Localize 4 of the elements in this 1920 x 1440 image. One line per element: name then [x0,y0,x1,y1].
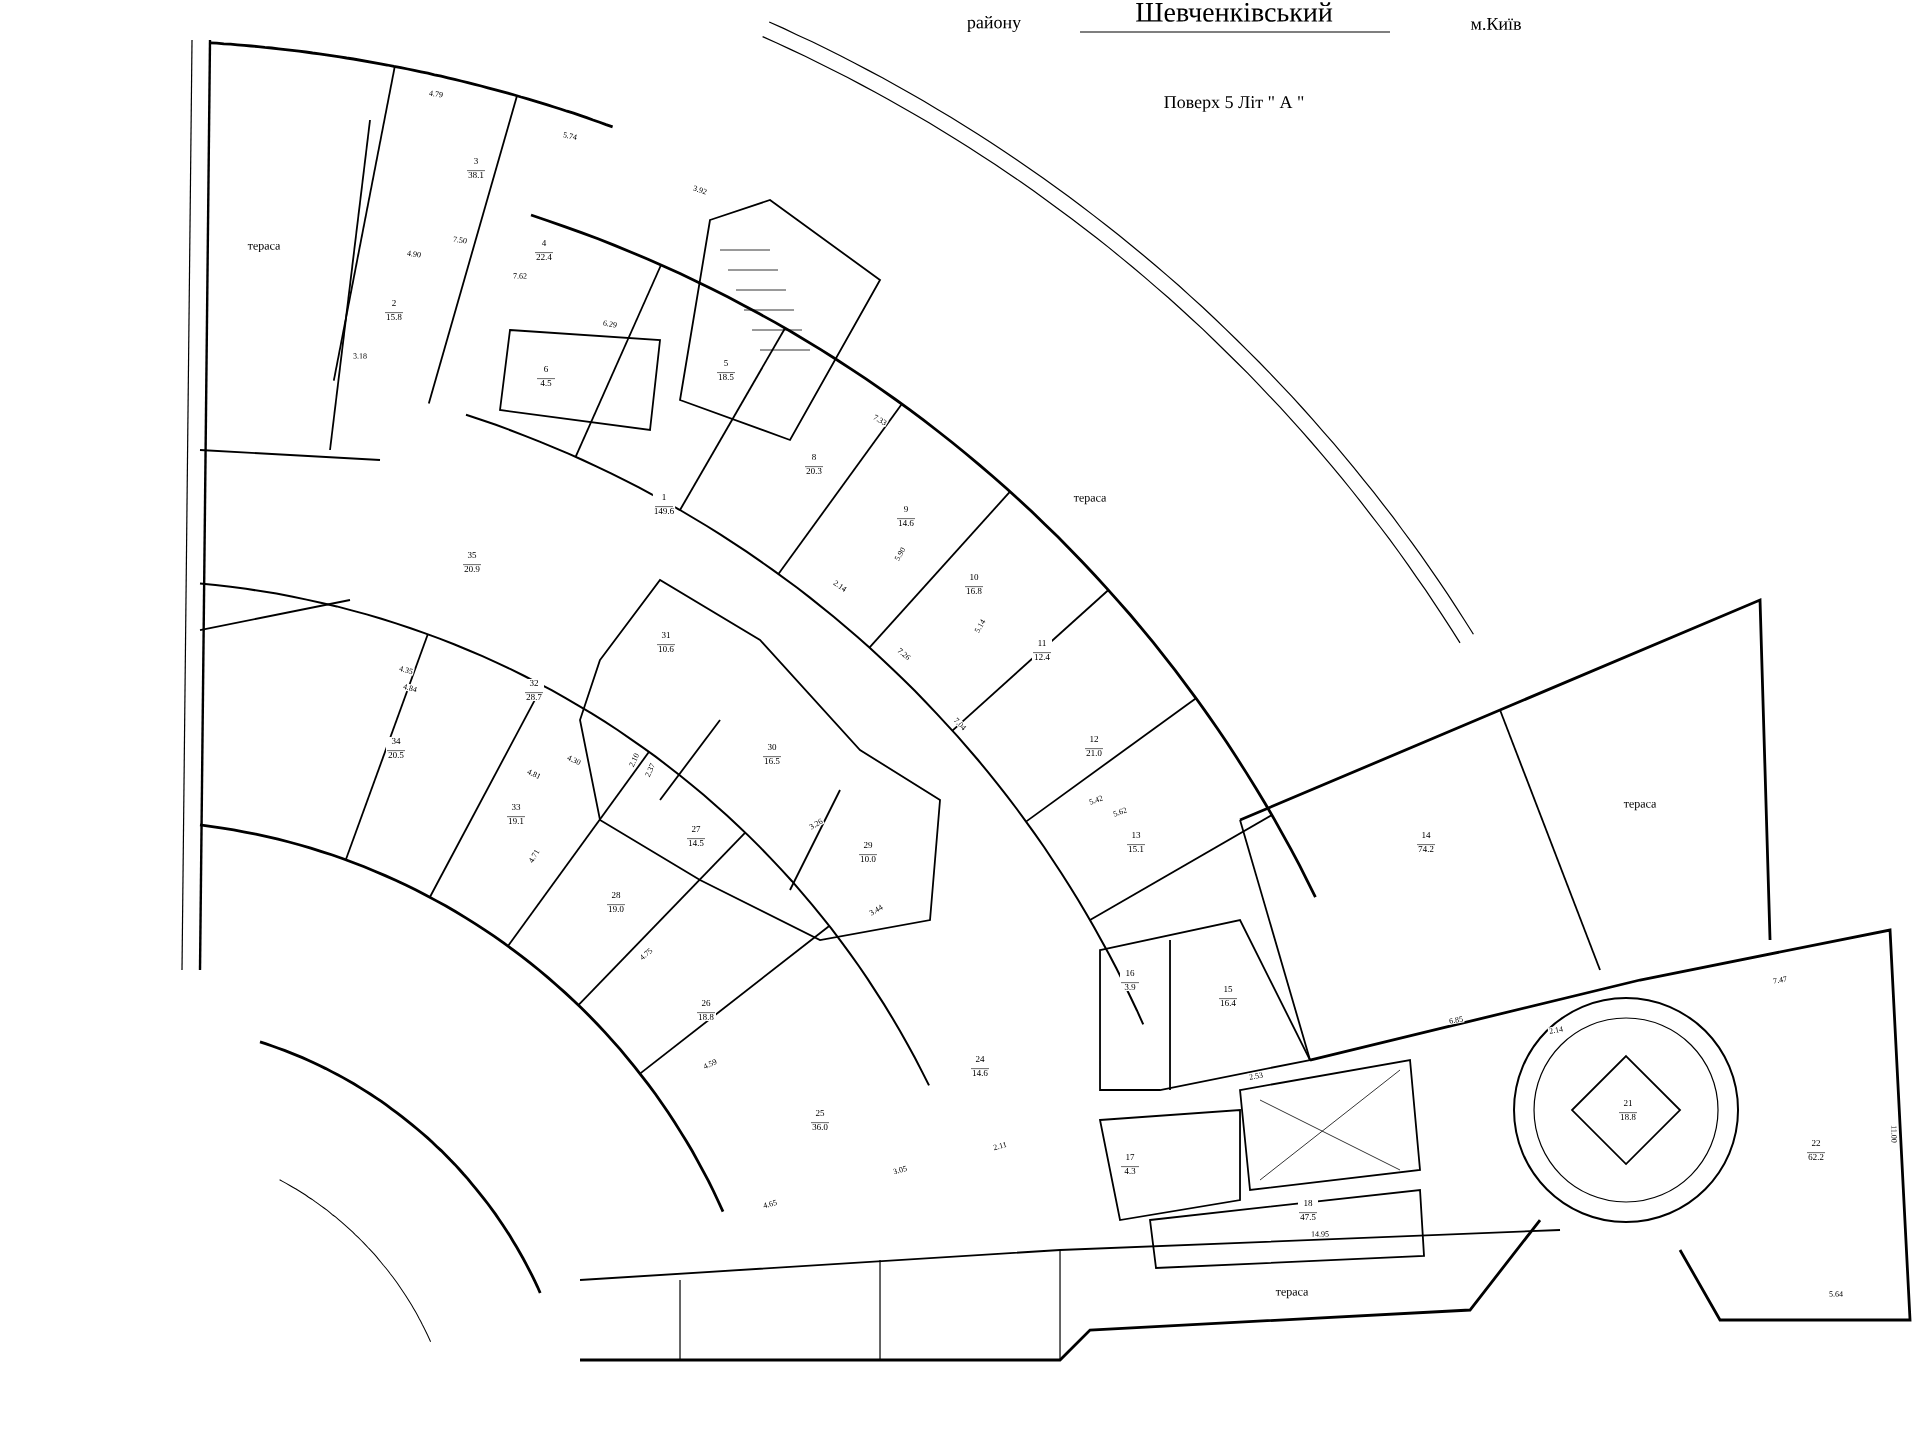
district-name: Шевченківський [1134,1,1334,23]
floor-title: Поверх 5 Літ " А " [1162,95,1306,113]
city-label: м.Київ [1469,17,1523,31]
district-label: району [965,14,1023,34]
